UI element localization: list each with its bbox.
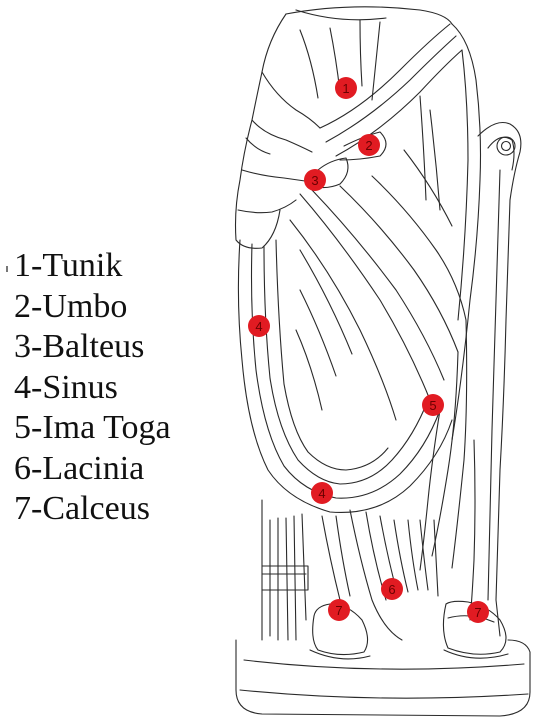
legend-item-calceus: 7-Calceus [14,489,171,530]
marker-umbo: 2 [358,134,380,156]
marker-balteus-label: 3 [311,173,318,188]
legend-item-label: Lacinia [42,450,144,487]
statue-base [236,640,530,716]
legend-tick-mark [6,266,8,272]
marker-lacinia: 6 [381,578,403,600]
marker-balteus: 3 [304,169,326,191]
legend-item-number: 4 [14,369,31,406]
marker-ima-toga-label: 5 [429,398,436,413]
legend-item-label: Sinus [42,369,118,406]
marker-sinus-upper-label: 4 [255,319,262,334]
neckline [286,7,452,24]
marker-sinus-lower: 4 [311,482,333,504]
marker-calceus-right: 7 [467,601,489,623]
marker-calceus-left: 7 [328,599,350,621]
legend-item-number: 1 [14,247,31,284]
marker-sinus-lower-label: 4 [318,486,325,501]
marker-sinus-upper: 4 [248,315,270,337]
marker-calceus-right-label: 7 [474,605,481,620]
legend-item-tunik: 1-Tunik [14,246,171,287]
marker-tunik-label: 1 [342,81,349,96]
legend-item-number: 5 [14,409,31,446]
legend-item-ima-toga: 5-Ima Toga [14,408,171,449]
legend: 1-Tunik 2-Umbo 3-Balteus 4-Sinus 5-Ima T… [14,246,171,530]
legend-item-number: 6 [14,450,31,487]
legend-item-number: 3 [14,328,31,365]
marker-tunik: 1 [335,77,357,99]
legend-item-label: Balteus [42,328,144,365]
legend-item-sinus: 4-Sinus [14,368,171,409]
marker-umbo-label: 2 [365,138,372,153]
marker-ima-toga: 5 [422,394,444,416]
marker-lacinia-label: 6 [388,582,395,597]
legend-item-balteus: 3-Balteus [14,327,171,368]
marker-calceus-left-label: 7 [335,603,342,618]
legend-item-number: 7 [14,490,31,527]
legend-item-label: Calceus [42,490,150,527]
legend-item-label: Umbo [42,288,127,325]
legend-item-label: Tunik [42,247,122,284]
legend-item-lacinia: 6-Lacinia [14,449,171,490]
legend-item-label: Ima Toga [42,409,170,446]
legend-item-umbo: 2-Umbo [14,287,171,328]
legend-item-number: 2 [14,288,31,325]
